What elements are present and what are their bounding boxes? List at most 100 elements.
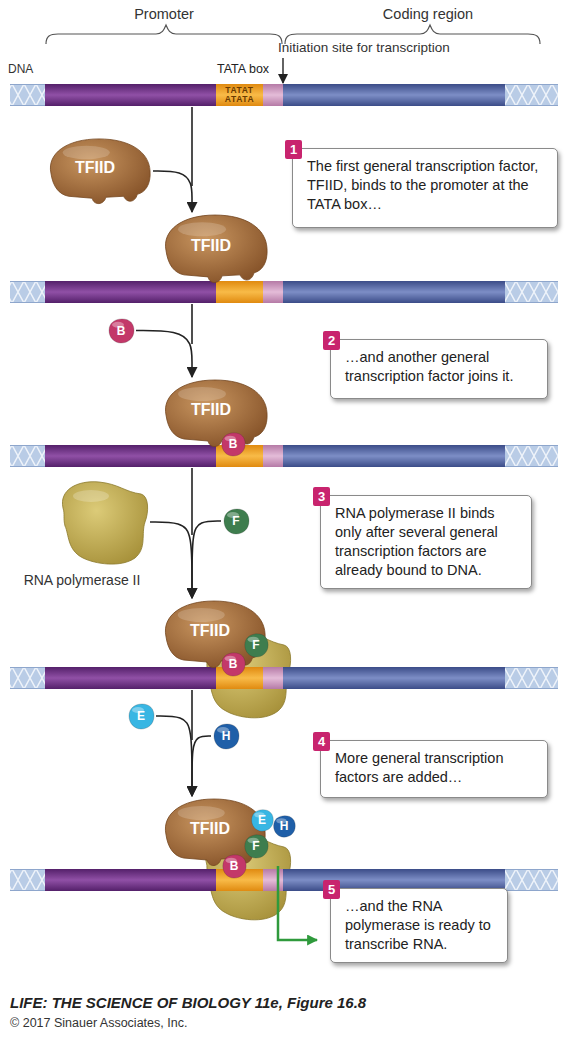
callout-text: …and another general transcription facto…: [345, 348, 537, 386]
factor-outline: [129, 704, 154, 729]
tata-box: TATA boxTATATATATA: [216, 84, 263, 106]
transcription-factor: B: [219, 431, 247, 457]
initiation-arrow: [282, 58, 283, 83]
transcription-factor: F: [242, 632, 270, 658]
factor-outline: [222, 653, 245, 676]
step-arrow-shaft: [191, 304, 193, 344]
callout-number: 4: [318, 732, 325, 751]
callout-number: 1: [290, 140, 297, 159]
factor-outline: [245, 634, 268, 657]
shine: [178, 387, 226, 401]
factor-outline: [222, 433, 245, 456]
factor-label: H: [222, 729, 231, 743]
transcription-factor: F: [242, 833, 270, 859]
transcription-factor: TFIID: [160, 212, 270, 285]
step-arrow-shaft: [191, 468, 193, 535]
dna-strand: [10, 84, 558, 106]
box-label: TATA box: [217, 62, 269, 76]
transcription-factor: TFIID: [160, 598, 268, 670]
dna-strand: [10, 445, 558, 467]
factor-label: E: [258, 813, 266, 827]
callout-text: The first general transcription factor, …: [307, 157, 547, 214]
sequence-text: ATATA: [225, 95, 254, 104]
flow-arrow: [136, 331, 192, 378]
step-callout: More general transcription factors are a…: [320, 740, 548, 798]
flow-arrow: [150, 522, 192, 598]
factor-outline: [223, 855, 246, 878]
polymerase-outline: [62, 482, 147, 564]
shine: [178, 222, 226, 236]
copyright-note: © 2017 Sinauer Associates, Inc.: [10, 1016, 410, 1030]
callout-text: …and the RNA polymerase is ready to tran…: [345, 897, 497, 954]
coding-bracket: [285, 25, 540, 44]
callout-text: RNA polymerase II binds only after sever…: [335, 504, 521, 580]
factor-outline: [245, 835, 268, 858]
shine: [178, 608, 225, 622]
transcription-factor: B: [106, 317, 136, 344]
step-callout: The first general transcription factor, …: [292, 148, 558, 228]
factor-outline: [50, 139, 150, 204]
region-label: Coding region: [328, 6, 528, 22]
factor-label: TFIID: [191, 401, 231, 419]
dna-label: DNA: [8, 62, 68, 76]
transcription-factor: B: [220, 853, 248, 879]
factor-label: B: [230, 859, 239, 873]
factor-outline: [165, 215, 267, 282]
shine: [178, 806, 225, 820]
factor-outline: [165, 380, 267, 447]
transcription-start-arrow: [278, 866, 317, 940]
step-callout: …and the RNA polymerase is ready to tran…: [330, 888, 508, 963]
polymerase-shape: [55, 478, 150, 566]
callout-number: 4: [313, 732, 330, 751]
factor-label: TFIID: [191, 237, 231, 255]
polymerase-label: RNA polymerase II: [7, 572, 157, 588]
dna-strand: [10, 667, 558, 689]
factor-label: TFIID: [75, 159, 115, 177]
callout-number: 3: [318, 487, 325, 506]
figure-caption: LIFE: THE SCIENCE OF BIOLOGY 11e, Figure…: [10, 994, 366, 1011]
rna-polymerase: RNA polymerase II: [55, 478, 150, 566]
transcription-factor: E: [249, 808, 275, 832]
factor-outline: [224, 509, 249, 534]
factor-outline: [165, 601, 265, 668]
factor-label: B: [229, 437, 238, 451]
callout-number: 2: [323, 331, 340, 350]
factor-label: TFIID: [190, 820, 230, 838]
step-callout: …and another general transcription facto…: [330, 339, 548, 399]
factor-outline: [252, 810, 274, 831]
step-arrow-shaft: [191, 107, 193, 186]
factor-outline: [274, 816, 296, 837]
factor-label: F: [252, 638, 259, 652]
factor-label: B: [229, 657, 238, 671]
step-callout: RNA polymerase II binds only after sever…: [320, 495, 532, 589]
dna-strand: [10, 281, 558, 303]
factor-label: H: [280, 819, 289, 833]
region-label: Promoter: [64, 6, 264, 22]
region-label: Initiation site for transcription: [278, 40, 538, 55]
transcription-factor: E: [126, 702, 156, 730]
transcription-factor: TFIID: [160, 377, 270, 449]
factor-label: F: [232, 514, 239, 528]
factor-label: B: [117, 324, 126, 338]
sequence-text: TATAT: [225, 86, 253, 95]
callout-number: 3: [313, 487, 330, 506]
factor-outline: [214, 724, 239, 749]
factor-label: E: [137, 709, 145, 723]
shine: [73, 490, 109, 502]
flow-arrow: [153, 171, 192, 212]
factor-label: F: [252, 839, 259, 853]
transcription-factor: H: [271, 814, 297, 838]
callout-number: 2: [328, 331, 335, 350]
factor-label: TFIID: [190, 622, 230, 640]
flow-arrow: [192, 521, 221, 598]
promoter-bracket: [46, 25, 282, 44]
step-arrow-shaft: [191, 690, 193, 740]
callout-text: More general transcription factors are a…: [335, 749, 537, 787]
transcription-factor: H: [211, 722, 241, 750]
callout-number: 5: [328, 880, 335, 899]
factor-outline: [109, 319, 134, 343]
transcription-factor: F: [221, 507, 251, 535]
callout-number: 1: [285, 140, 302, 159]
